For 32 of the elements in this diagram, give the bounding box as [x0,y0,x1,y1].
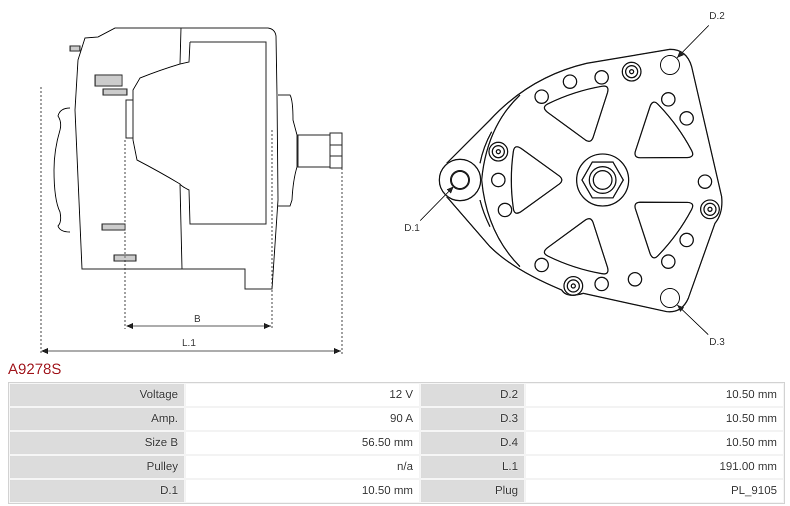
callout-label: D.2 [707,10,727,24]
spec-name-cell: Amp. [10,408,184,430]
spec-name-cell: Voltage [10,384,184,406]
spec-name-cell: D.2 [421,384,524,406]
spec-name-cell: Plug [421,480,524,502]
spec-value-cell: 12 V [186,384,419,406]
spec-value-cell: 10.50 mm [186,480,419,502]
spec-name-cell: L.1 [421,456,524,478]
mounting-hole [660,55,680,75]
spec-value-cell: 90 A [186,408,419,430]
spec-name-cell: Size B [10,432,184,454]
spec-value-cell: 10.50 mm [526,408,783,430]
spec-name-cell: D.4 [421,432,524,454]
leader-line [420,186,454,222]
spec-value-cell: PL_9105 [526,480,783,502]
mounting-hole [660,288,680,308]
spec-name-cell: D.3 [421,408,524,430]
dimension-label: L.1 [182,337,196,351]
spec-value-cell: 191.00 mm [526,456,783,478]
spec-name-cell: Pulley [10,456,184,478]
part-number-title: A9278S [8,360,62,380]
spec-name-cell: D.1 [10,480,184,502]
spec-value-cell: n/a [186,456,419,478]
leader-line [676,24,710,58]
leader-line [676,304,709,336]
callout-label: D.1 [402,222,422,236]
spec-value-cell: 10.50 mm [526,384,783,406]
spec-value-cell: 56.50 mm [186,432,419,454]
spec-value-cell: 10.50 mm [526,432,783,454]
callout-label: D.3 [707,336,727,350]
dimension-label: B [194,313,201,327]
mounting-hole [451,171,469,189]
